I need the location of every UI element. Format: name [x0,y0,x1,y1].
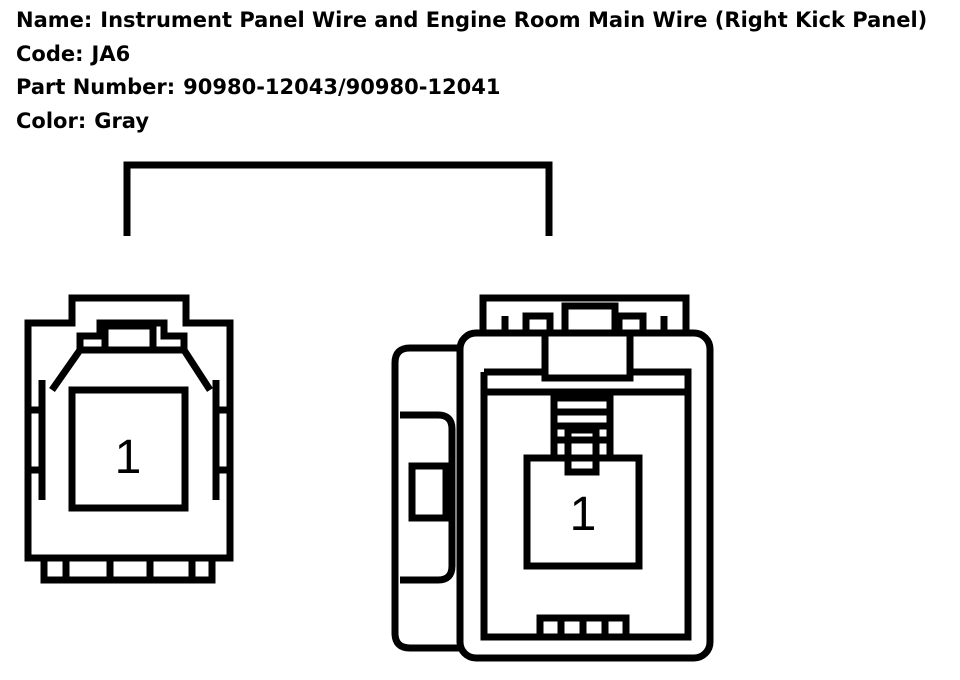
right-lance-stem [564,426,600,476]
left-terminal-cavity [68,386,189,512]
left-connector [24,294,234,584]
right-latch [561,302,619,337]
color-row: Color: Gray [16,105,927,139]
left-inner-shoulder [49,346,213,393]
right-clip-inner [400,411,456,584]
part-number-label: Part Number: [16,75,176,99]
part-number-row: Part Number: 90980-12043/90980-12041 [16,71,927,105]
right-side-clip [391,344,460,652]
code-row: Code: JA6 [16,38,927,72]
right-clip-button [408,462,450,522]
color-label: Color: [16,108,87,133]
right-terminal-cavity [523,454,643,570]
connection-bracket [123,161,553,236]
right-top-tab-box [615,312,647,337]
left-pin-number: 1 [115,431,142,484]
name-row: Name: Instrument Panel Wire and Engine Ro… [16,4,927,38]
name-label: Name: [16,8,93,32]
color-value: Gray [94,108,150,133]
left-connector-body [24,294,234,562]
right-connector [391,294,714,662]
code-label: Code: [16,41,84,66]
part-number-value: 90980-12043/90980-12041 [183,75,501,99]
name-value: Instrument Panel Wire and Engine Room Ma… [100,8,928,32]
left-bottom-skirt [40,558,216,584]
code-value: JA6 [91,41,131,66]
connector-info: Name: Instrument Panel Wire and Engine Ro… [16,4,927,138]
right-pin-number: 1 [570,488,597,541]
left-latch-tab [101,322,157,354]
right-top-tabs [479,294,690,333]
right-top-tab-box [522,312,554,337]
right-inner-housing [480,368,692,641]
right-latch-frame [541,333,634,382]
